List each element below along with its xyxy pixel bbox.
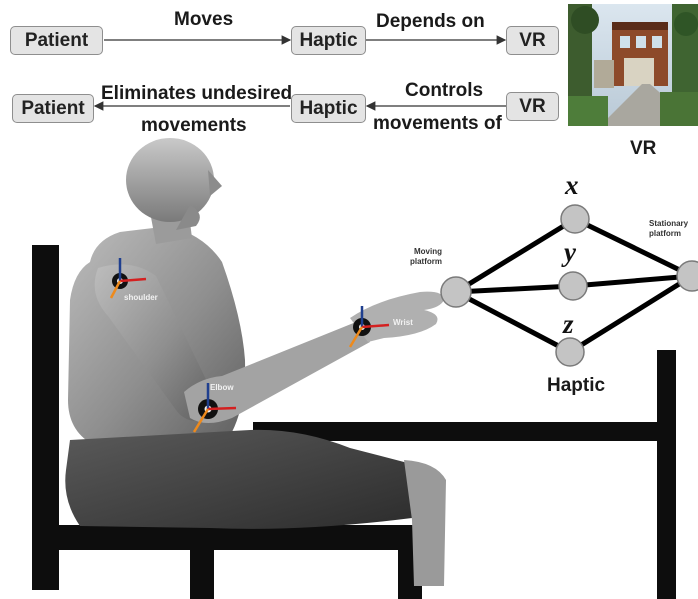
patient-box-row2: Patient [12,94,94,123]
elbow-label: Elbow [210,383,234,392]
chair [32,245,427,599]
flow-arrows [93,35,507,111]
stationary-platform-label-line1: Stationary [649,219,689,228]
haptic-box-row2: Haptic [291,94,366,123]
shoulder-label: shoulder [124,293,158,302]
moving-platform-node [440,276,472,308]
table [253,350,676,599]
wrist-label: Wrist [393,318,413,327]
vr-box-row1: VR [506,26,559,55]
haptic-device [440,204,698,367]
eliminates-label-line1: Eliminates undesired [101,83,293,104]
z-axis-node [555,337,585,367]
stationary-platform-node [676,260,698,292]
vr-box-row2: VR [506,92,559,121]
haptic-caption: Haptic [547,375,606,396]
moves-label: Moves [174,9,234,30]
y-axis-node [558,271,588,301]
stationary-platform-label-line2: platform [649,229,681,238]
eliminates-label-line2: movements [141,115,247,136]
elbow-axes [192,383,237,433]
depends-on-label: Depends on [376,11,485,32]
shoulder-axes [109,258,147,299]
controls-label-line2: movements of [373,113,502,134]
haptic-box-row1: Haptic [291,26,366,55]
x-axis-node [560,204,590,234]
moving-platform-label-line1: Moving [414,247,442,256]
vr-caption: VR [630,138,657,159]
vr-scene-image [568,4,698,126]
human-figure [65,138,446,586]
controls-label-line1: Controls [405,80,484,101]
y-axis-label: y [564,237,576,267]
z-axis-label: z [563,309,574,339]
moving-platform-label-line2: platform [410,257,442,266]
x-axis-label: x [565,170,579,200]
patient-box-row1: Patient [10,26,103,55]
wrist-axes [348,306,390,348]
